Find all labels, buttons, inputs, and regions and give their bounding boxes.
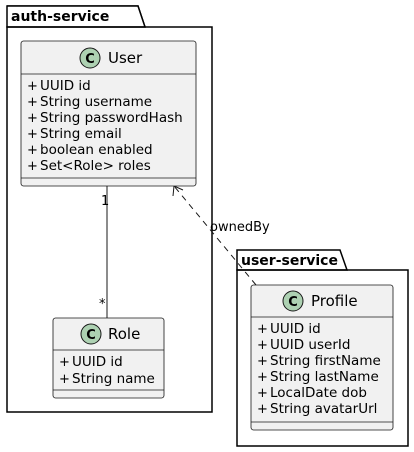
class-profile-attributes: +UUID id+UUID userId+String firstName+St… <box>257 321 381 417</box>
visibility-public-icon: + <box>257 338 268 353</box>
class-attribute: UUID id <box>40 78 91 94</box>
class-role[interactable]: C Role +UUID id+String name <box>52 317 165 399</box>
class-stereotype-icon <box>79 47 101 69</box>
class-attribute: Set<Role> roles <box>40 158 151 174</box>
visibility-public-icon: + <box>27 95 38 110</box>
class-attribute: String lastName <box>270 369 379 385</box>
class-user[interactable]: C User +UUID id+String username+String p… <box>20 40 197 187</box>
class-user-name: User <box>108 49 143 67</box>
multiplicity-role: * <box>99 297 106 312</box>
visibility-public-icon: + <box>257 322 268 337</box>
visibility-public-icon: + <box>27 111 38 126</box>
class-stereotype-letter: C <box>85 52 95 67</box>
relation-user-role: 1 * <box>99 186 109 318</box>
package-user-service: user-service <box>236 249 409 447</box>
class-attribute: boolean enabled <box>40 142 153 158</box>
package-auth-body <box>6 26 213 413</box>
class-stereotype-letter: C <box>86 328 96 343</box>
class-user-attributes: +UUID id+String username+String password… <box>27 78 183 174</box>
class-stereotype-icon <box>282 290 304 312</box>
class-attribute: UUID id <box>72 354 123 370</box>
visibility-public-icon: + <box>27 143 38 158</box>
class-attribute: String name <box>72 371 155 387</box>
class-attribute: UUID id <box>270 321 321 337</box>
class-attribute: UUID userId <box>270 337 350 353</box>
class-user-box <box>20 40 197 187</box>
package-auth-service: auth-service <box>6 5 213 413</box>
visibility-public-icon: + <box>27 159 38 174</box>
class-attribute: String email <box>40 126 122 142</box>
class-role-attributes: +UUID id+String name <box>59 354 155 387</box>
visibility-public-icon: + <box>27 79 38 94</box>
package-user-body <box>236 269 409 447</box>
visibility-public-icon: + <box>27 127 38 142</box>
class-attribute: String avatarUrl <box>270 401 377 417</box>
visibility-public-icon: + <box>59 372 70 387</box>
class-stereotype-icon <box>80 323 102 345</box>
visibility-public-icon: + <box>257 386 268 401</box>
class-role-box <box>52 317 165 399</box>
class-profile[interactable]: C Profile +UUID id+UUID userId+String fi… <box>250 284 394 431</box>
class-attribute: String passwordHash <box>40 110 183 126</box>
class-attribute: LocalDate dob <box>270 385 367 401</box>
relation-label-ownedby: ownedBy <box>210 220 270 235</box>
visibility-public-icon: + <box>257 354 268 369</box>
visibility-public-icon: + <box>257 402 268 417</box>
class-stereotype-letter: C <box>288 295 298 310</box>
multiplicity-user: 1 <box>101 194 109 209</box>
class-profile-box <box>250 284 394 431</box>
class-attribute: String firstName <box>270 353 381 369</box>
class-attribute: String username <box>40 94 152 110</box>
package-user-label: user-service <box>241 253 338 269</box>
package-auth-label: auth-service <box>11 9 109 25</box>
visibility-public-icon: + <box>59 355 70 370</box>
class-profile-name: Profile <box>311 292 358 310</box>
visibility-public-icon: + <box>257 370 268 385</box>
class-role-name: Role <box>108 325 140 343</box>
